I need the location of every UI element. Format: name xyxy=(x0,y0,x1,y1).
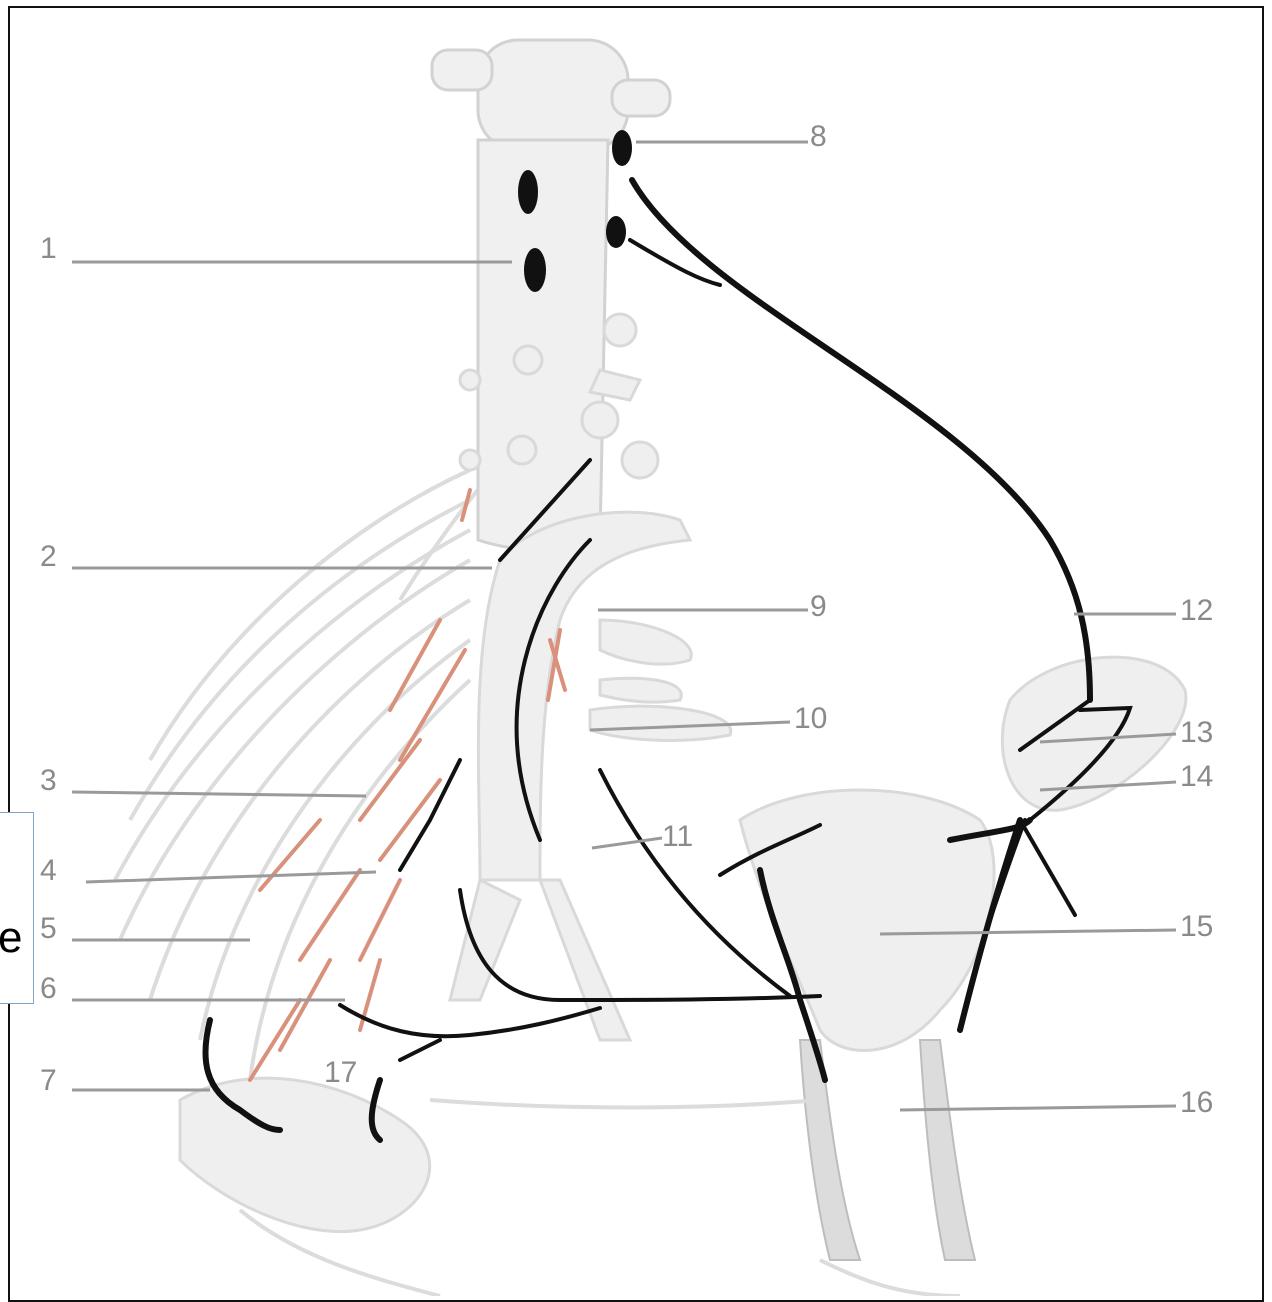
label-17: 17 xyxy=(324,1056,357,1089)
label-1: 1 xyxy=(40,232,57,265)
side-tab-box xyxy=(0,812,34,1004)
diagram-labels: 1 2 3 4 5 6 7 8 9 10 11 12 13 14 15 16 1… xyxy=(40,120,1213,1119)
label-16: 16 xyxy=(1180,1086,1213,1119)
label-5: 5 xyxy=(40,912,57,945)
pelvis-outline xyxy=(180,1078,960,1296)
label-14: 14 xyxy=(1180,760,1213,793)
label-8: 8 xyxy=(810,120,827,153)
label-10: 10 xyxy=(794,702,827,735)
label-11: 11 xyxy=(662,820,693,853)
label-15: 15 xyxy=(1180,910,1213,943)
label-7: 7 xyxy=(40,1064,57,1097)
side-tab-text: e xyxy=(0,916,22,960)
label-9: 9 xyxy=(810,590,827,623)
label-3: 3 xyxy=(40,764,57,797)
spermatic-cords xyxy=(800,1040,975,1260)
label-4: 4 xyxy=(40,854,57,887)
label-13: 13 xyxy=(1180,716,1213,749)
label-6: 6 xyxy=(40,972,57,1005)
aorta xyxy=(450,512,690,1040)
vertebral-column xyxy=(432,40,670,550)
label-12: 12 xyxy=(1180,594,1213,627)
label-2: 2 xyxy=(40,540,57,573)
